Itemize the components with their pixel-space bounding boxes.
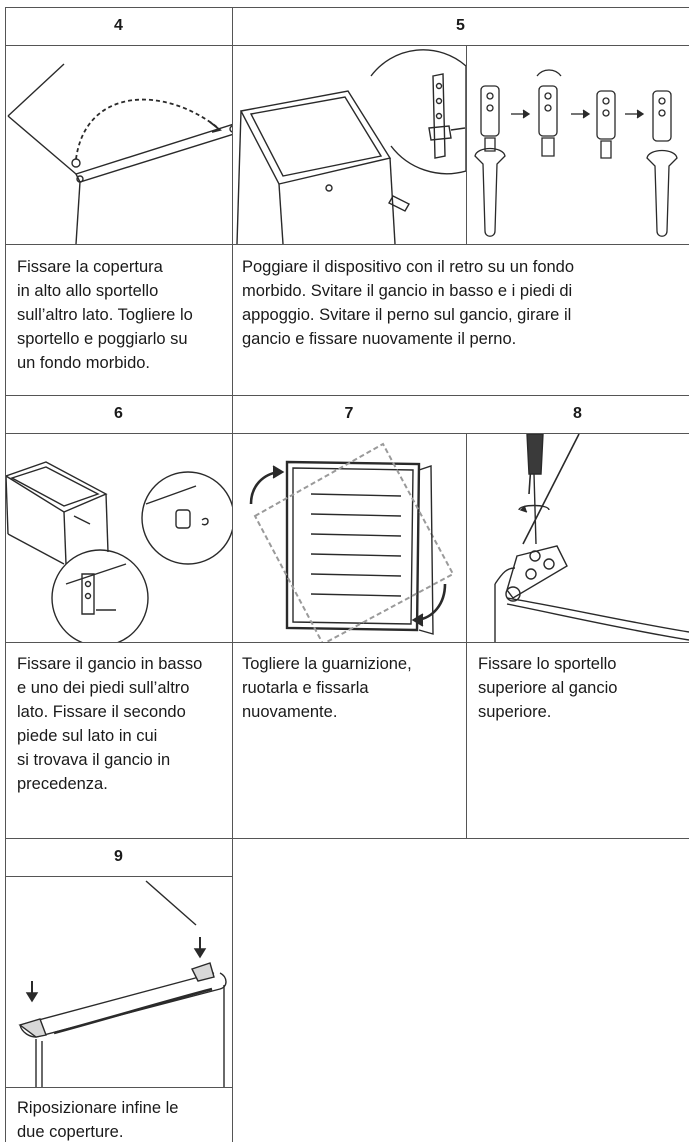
step-6-text: Fissare il gancio in basso e uno dei pie… [17, 655, 203, 793]
table-row-divider [5, 45, 689, 46]
step-4-text: Fissare la copertura in alto allo sporte… [17, 258, 193, 372]
table-border-left [5, 7, 6, 1142]
step-7-illustration [233, 434, 466, 642]
table-row-divider [5, 876, 232, 877]
step-number-5: 5 [456, 17, 465, 34]
step-7-text: Togliere la guarnizione, ruotarla e fiss… [242, 655, 412, 721]
step-number-9: 9 [114, 848, 123, 865]
table-col-divider [232, 7, 233, 1142]
step-number-8: 8 [573, 405, 582, 422]
step-5-hinge-illustration [233, 46, 466, 244]
step-4-illustration [6, 46, 232, 244]
step-9-text: Riposizionare infine le due coperture. [17, 1099, 179, 1141]
step-number-6: 6 [114, 405, 123, 422]
table-col-divider [466, 433, 467, 838]
step-8-illustration [467, 434, 689, 642]
step-9-illustration [6, 877, 232, 1087]
table-row-divider [5, 395, 689, 396]
table-row-divider [5, 433, 689, 434]
step-6-illustration [6, 434, 232, 642]
table-border-top [5, 7, 689, 8]
step-5-wrench-sequence-illustration [467, 46, 689, 244]
table-row-divider [5, 642, 689, 643]
step-number-7: 7 [344, 405, 354, 422]
table-row-divider [5, 1087, 232, 1088]
step-number-4: 4 [114, 17, 123, 34]
table-row-divider [5, 244, 689, 245]
step-5-text: Poggiare il dispositivo con il retro su … [242, 258, 575, 348]
step-8-text: Fissare lo sportello superiore al gancio… [478, 655, 618, 721]
table-row-divider [5, 838, 689, 839]
table-col-divider [466, 45, 467, 244]
